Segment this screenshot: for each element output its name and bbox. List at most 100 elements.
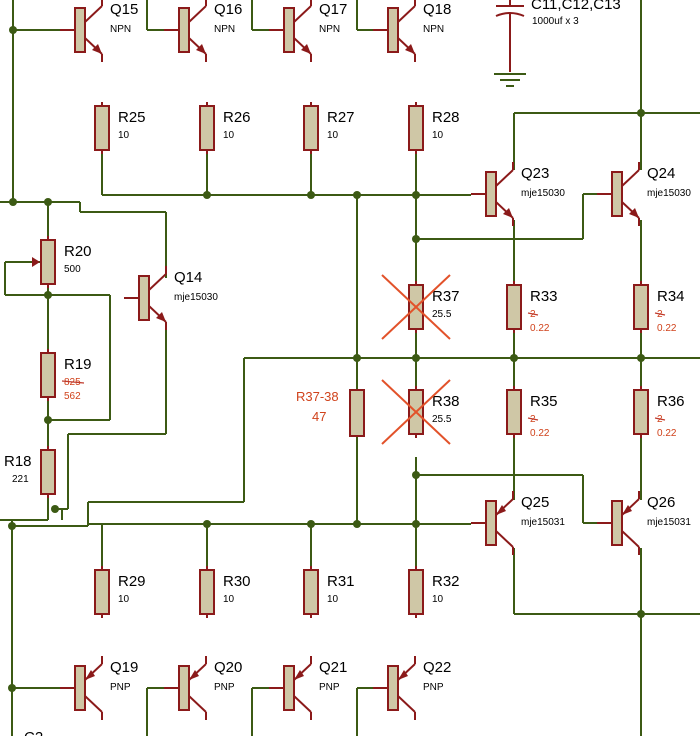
transistor-type: NPN: [214, 24, 235, 35]
transistor-label: Q20: [214, 659, 242, 676]
resistor-label: R28: [432, 109, 460, 126]
transistor-label: Q26: [647, 494, 675, 511]
transistor-type: PNP: [319, 682, 340, 693]
resistor-alt-value: 0.22: [530, 428, 550, 439]
transistor-label: Q25: [521, 494, 549, 511]
resistor-R37-38-value: 47: [312, 409, 326, 424]
transistor-type: PNP: [214, 682, 235, 693]
r20-wiper-arrow: [32, 257, 40, 267]
transistor-Q26: Q26 mje15031: [597, 491, 691, 555]
resistor-label: R34: [657, 288, 685, 305]
transistor-type: mje15030: [174, 292, 218, 303]
transistor-type: mje15031: [521, 517, 565, 528]
transistor-type: PNP: [110, 682, 131, 693]
resistor-R36: R3620.22: [633, 386, 685, 439]
resistor-label: R32: [432, 573, 460, 590]
resistor-label: R27: [327, 109, 355, 126]
resistor-label: R37: [432, 288, 460, 305]
resistor-label: R26: [223, 109, 251, 126]
resistor-label: R18: [4, 453, 32, 470]
transistor-label: Q17: [319, 1, 347, 18]
transistor-type: mje15030: [521, 188, 565, 199]
resistor-label: R33: [530, 288, 558, 305]
transistor-type: mje15031: [647, 517, 691, 528]
transistor-group: Q15NPNQ16NPNQ17NPNQ18NPNQ23mje15030Q24mj…: [60, 0, 691, 720]
resistor-R33: R3320.22: [506, 281, 558, 334]
resistor-R37-38-label: R37-38: [296, 389, 339, 404]
transistor-type: NPN: [423, 24, 444, 35]
transistor-type: NPN: [110, 24, 131, 35]
resistor-label: R19: [64, 356, 92, 373]
resistor-R35: R3520.22: [506, 386, 558, 439]
resistor-R37: R37 25.5: [381, 274, 460, 340]
partial-component-label: C2: [24, 729, 43, 736]
transistor-Q25: Q25 mje15031: [471, 491, 565, 555]
resistor-value: 10: [432, 594, 444, 605]
resistor-value: 221: [12, 474, 29, 485]
resistor-alt-value: 0.22: [657, 428, 677, 439]
transistor-Q14: Q14 mje15030: [124, 266, 218, 330]
transistor-label: Q18: [423, 1, 451, 18]
resistor-value: 500: [64, 264, 81, 275]
junctions: [8, 26, 645, 692]
resistor-label: R35: [530, 393, 558, 410]
resistor-label: R29: [118, 573, 146, 590]
transistor-label: Q24: [647, 165, 675, 182]
resistor-value: 25.5: [432, 309, 452, 320]
capacitor-label: C11,C12,C13: [531, 0, 621, 13]
resistor-label: R30: [223, 573, 251, 590]
transistor-label: Q14: [174, 269, 202, 286]
capacitor-symbol: [494, 0, 526, 87]
resistor-label: R38: [432, 393, 460, 410]
transistor-label: Q23: [521, 165, 549, 182]
transistor-label: Q15: [110, 1, 138, 18]
resistor-label: R25: [118, 109, 146, 126]
resistor-value: 10: [118, 130, 130, 141]
cross-out-mark: [381, 274, 451, 340]
transistor-Q23: Q23 mje15030: [471, 162, 565, 226]
capacitor-value: 1000uf x 3: [532, 16, 579, 27]
cross-out-mark: [381, 379, 451, 445]
transistor-label: Q22: [423, 659, 451, 676]
resistor-group: R2510R2610R2710R2810R20500R19825562R1822…: [4, 102, 685, 618]
resistor-label: R36: [657, 393, 685, 410]
resistor-alt-value: 0.22: [657, 323, 677, 334]
resistor-R34: R3420.22: [633, 281, 685, 334]
resistor-alt-value: 0.22: [530, 323, 550, 334]
transistor-label: Q16: [214, 1, 242, 18]
transistor-label: Q21: [319, 659, 347, 676]
resistor-value: 10: [327, 594, 339, 605]
resistor-label: R31: [327, 573, 355, 590]
resistor-value: 10: [432, 130, 444, 141]
resistor-value: 10: [118, 594, 130, 605]
resistor-R38: R38 25.5: [381, 379, 460, 445]
resistor-value: 25.5: [432, 414, 452, 425]
resistor-value: 10: [223, 130, 235, 141]
resistor-value: 10: [223, 594, 235, 605]
transistor-type: NPN: [319, 24, 340, 35]
resistor-value: 10: [327, 130, 339, 141]
resistor-R37-38: R37-38 47: [296, 389, 365, 437]
resistor-alt-value: 562: [64, 391, 81, 402]
